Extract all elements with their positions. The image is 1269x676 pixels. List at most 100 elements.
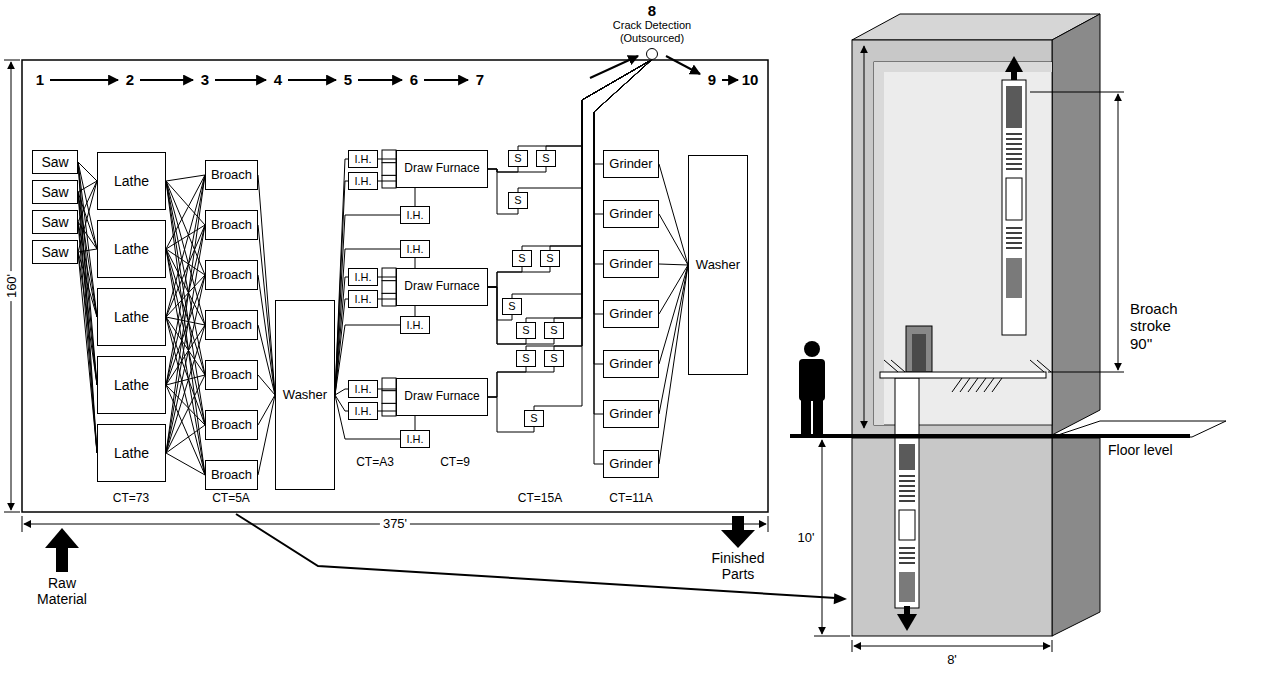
flow-connector <box>166 175 205 385</box>
box-label: S <box>550 324 557 337</box>
box-label: Lathe <box>114 377 149 393</box>
plant-outline <box>22 60 768 512</box>
box-label: I.H. <box>354 175 371 188</box>
furnace-port <box>382 150 396 416</box>
flow-connector <box>335 389 348 395</box>
step-arrow <box>140 79 193 81</box>
step-number: 3 <box>201 71 209 88</box>
box-label: S <box>514 194 521 207</box>
box-label: I.H. <box>406 433 423 446</box>
washer-box: Washer <box>688 155 748 375</box>
flow-connector <box>78 181 97 252</box>
furnace-port <box>382 391 396 404</box>
flow-connector <box>335 249 400 395</box>
flow-connector <box>78 192 97 453</box>
dimension-line <box>22 516 23 532</box>
broach-tool <box>1005 56 1023 72</box>
step-number: 10 <box>742 71 759 88</box>
box-label: Saw <box>41 244 68 260</box>
dimension-line <box>768 516 769 532</box>
flow-connector <box>415 258 416 268</box>
dimension-line <box>4 512 20 513</box>
dimension-label: 375' <box>380 517 410 532</box>
pit-dimension <box>822 440 823 634</box>
flow-arrow <box>732 516 744 532</box>
operator-figure <box>804 341 820 357</box>
flow-arrow <box>56 546 68 572</box>
step-number: 2 <box>126 71 134 88</box>
lathe-box: Lathe <box>97 152 166 210</box>
station-box: S <box>508 192 528 209</box>
flow-connector <box>258 175 275 395</box>
induction-heater-box: I.H. <box>348 402 378 420</box>
box-label: Lathe <box>114 309 149 325</box>
flow-connector <box>78 162 97 453</box>
station-box: S <box>524 410 544 427</box>
broach-box: Broach <box>205 260 258 290</box>
box-label: Washer <box>696 258 740 273</box>
broach-pit <box>899 476 915 501</box>
box-label: Broach <box>211 218 252 233</box>
broach-fixture <box>906 326 932 372</box>
broach-pit <box>899 510 915 540</box>
grinder-box: Grinder <box>603 200 659 228</box>
stroke-dimension <box>1030 92 1124 93</box>
induction-heater-box: I.H. <box>348 172 378 190</box>
flow-connector <box>378 277 396 278</box>
machine-housing <box>852 40 1052 435</box>
box-label: Grinder <box>609 307 652 322</box>
flow-connector <box>166 317 205 325</box>
flow-connector <box>335 325 400 395</box>
box-label: I.H. <box>354 153 371 166</box>
broach-box: Broach <box>205 360 258 390</box>
lathe-box: Lathe <box>97 356 166 414</box>
flow-connector <box>166 375 205 385</box>
stroke-dimension <box>1118 94 1119 370</box>
cycle-time-label: CT=15A <box>518 492 562 506</box>
station-box: S <box>508 150 528 167</box>
floor-line <box>790 434 1190 438</box>
box-label: S <box>522 324 529 337</box>
crack-detection-circle <box>646 48 658 60</box>
saw-box: Saw <box>32 210 78 234</box>
induction-heater-box: I.H. <box>348 290 378 308</box>
broach-tool <box>1002 56 1026 335</box>
flow-connector <box>166 375 205 453</box>
flow-connector <box>659 214 688 265</box>
step-arrow <box>50 79 118 81</box>
node-caption: Crack Detection (Outsourced) <box>606 19 698 44</box>
draw-furnace-box: Draw Furnace <box>396 378 488 416</box>
cycle-time-label: CT=73 <box>113 492 149 506</box>
box-label: Broach <box>211 268 252 283</box>
broach-box: Broach <box>205 210 258 240</box>
grinder-box: Grinder <box>603 150 659 178</box>
broach-pit <box>899 572 915 602</box>
plant-outline <box>22 60 768 512</box>
cycle-time-label: CT=5A <box>212 492 250 506</box>
furnace-port <box>382 281 396 294</box>
box-label: Draw Furnace <box>404 280 479 294</box>
flow-connector <box>258 375 275 395</box>
box-label: I.H. <box>406 319 423 332</box>
flow-connector <box>166 325 205 453</box>
flow-connector <box>488 367 554 397</box>
dimension-label: 160' <box>5 271 20 301</box>
furnace-port <box>382 150 396 163</box>
flow-connector <box>415 416 416 430</box>
broach-fixture <box>880 326 1051 435</box>
stroke-dimension <box>1030 92 1124 372</box>
broach-pit <box>852 438 1052 636</box>
induction-heater-box: I.H. <box>348 268 378 286</box>
cycle-time-label: CT=9 <box>440 456 470 470</box>
flow-connector <box>554 60 652 323</box>
broach-fixture <box>880 372 1046 378</box>
station-box: S <box>544 350 564 367</box>
broach-box: Broach <box>205 460 258 490</box>
broach-tool <box>1006 86 1022 128</box>
flow-connector <box>526 60 652 323</box>
pit-dimension <box>1052 640 1053 652</box>
box-label: I.H. <box>406 209 423 222</box>
box-label: Lathe <box>114 241 149 257</box>
box-label: Grinder <box>609 457 652 472</box>
